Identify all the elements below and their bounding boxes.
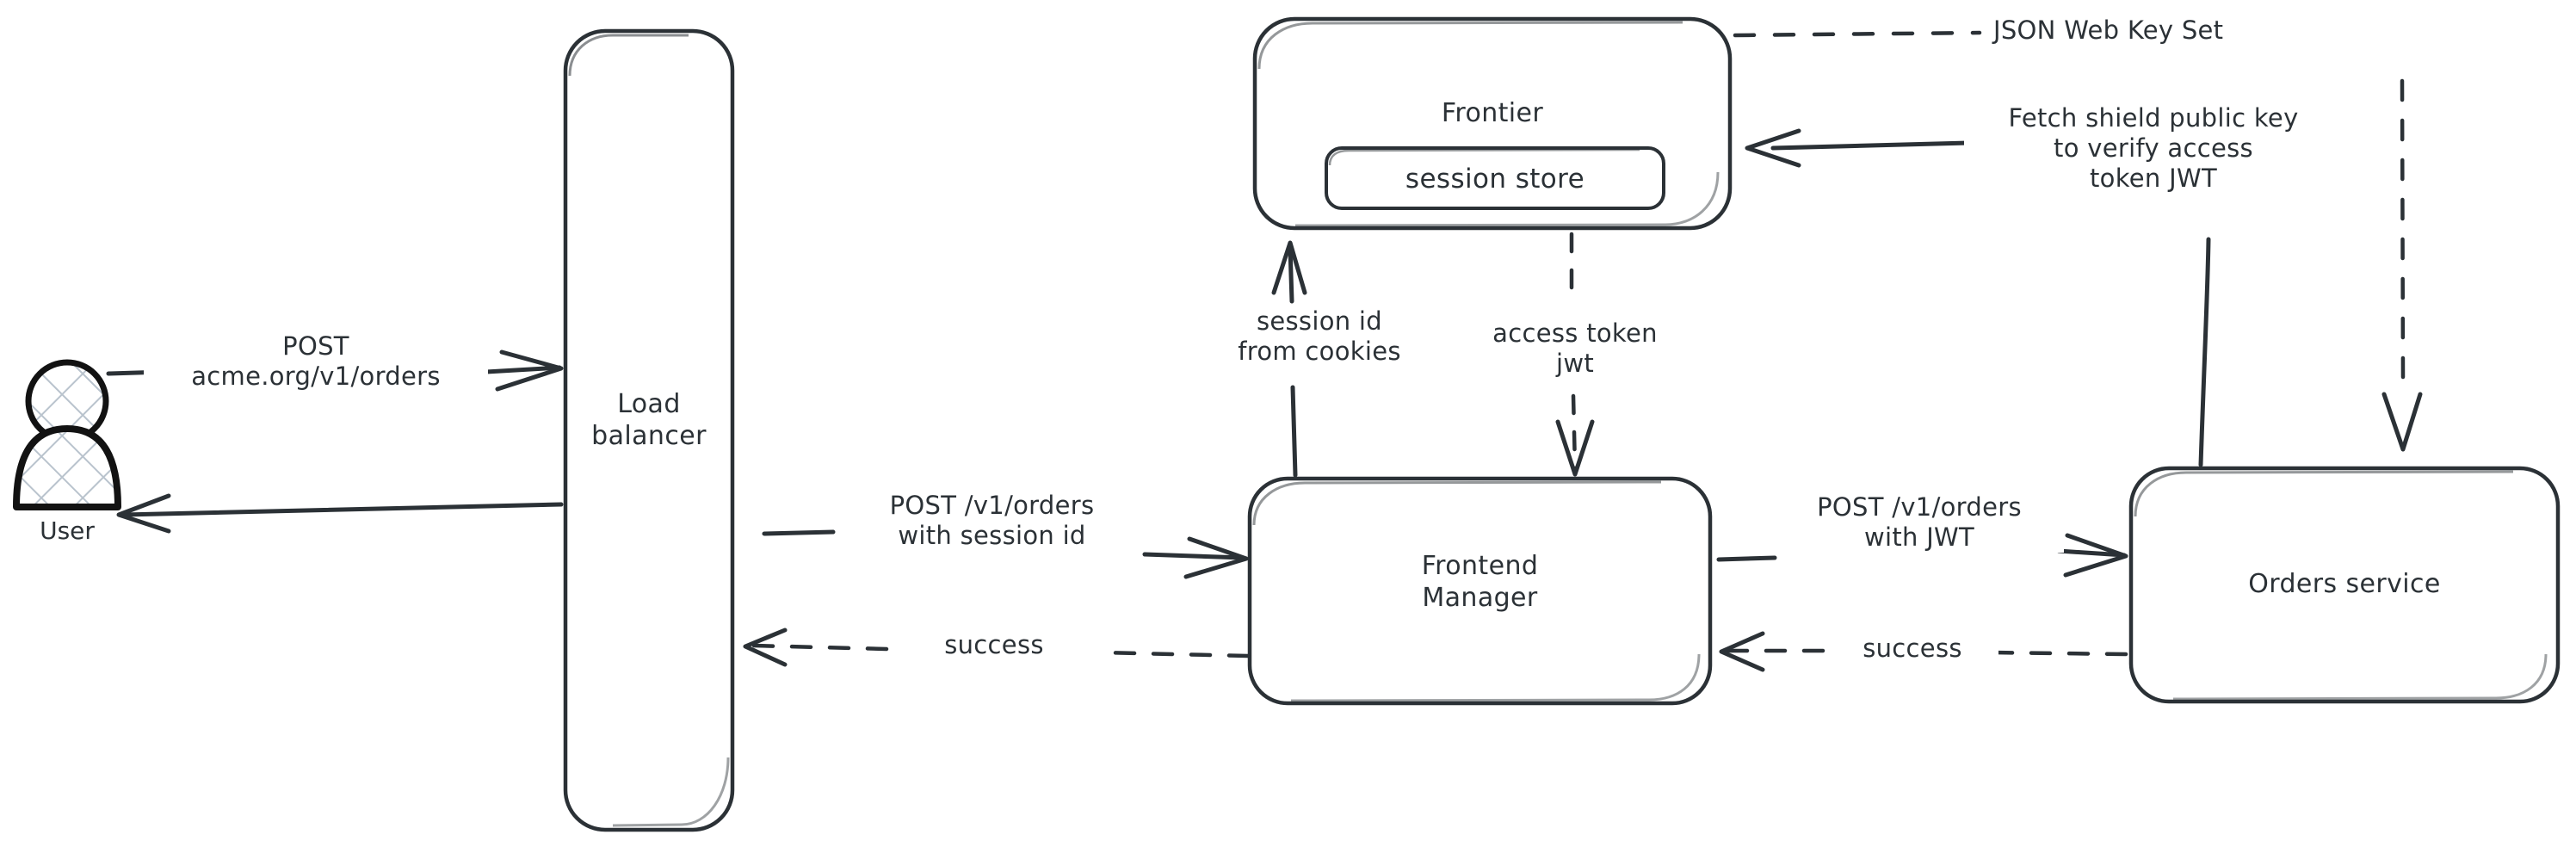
edge-frontend-manager-to-frontier <box>1271 240 1307 478</box>
edge-load-balancer-to-frontend-manager <box>762 529 1249 579</box>
user-label: User <box>40 516 95 545</box>
load-balancer-shape[interactable] <box>563 28 735 832</box>
edge-orders-service-to-frontier-fetch-key <box>1745 128 2211 467</box>
user-actor-glyph <box>13 359 121 510</box>
edge-orders-service-to-frontend-manager-success <box>1719 631 2128 672</box>
edge-frontier-to-frontend-manager <box>1555 232 1595 477</box>
session-store-shape[interactable] <box>1325 146 1665 210</box>
orders-service-shape[interactable] <box>2128 466 2561 704</box>
edge-user-to-load-balancer <box>106 349 564 392</box>
edge-frontier-to-orders-service-jwks <box>1733 30 2423 452</box>
edge-frontend-manager-to-load-balancer-success <box>743 628 1251 667</box>
edge-frontend-manager-to-orders-service <box>1716 533 2128 578</box>
frontend-manager-shape[interactable] <box>1247 476 1713 706</box>
edge-load-balancer-to-user <box>116 493 564 534</box>
